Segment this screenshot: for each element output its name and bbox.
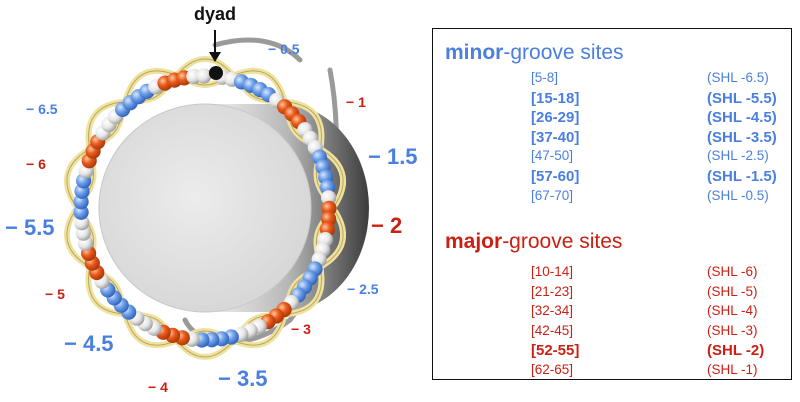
major-range: [62-65] — [531, 362, 574, 377]
dna-bead-chain — [73, 66, 337, 348]
minor-title-suffix: -groove sites — [503, 41, 624, 64]
major-range: [42-45] — [531, 322, 574, 338]
major-shl: (SHL -2) — [707, 342, 765, 360]
minor-range: [26-29] — [531, 109, 580, 127]
major-shl: (SHL -3) — [707, 322, 758, 338]
minor-shl: (SHL -0.5) — [707, 187, 769, 203]
shl-label-2: − 2 — [371, 213, 403, 238]
major-range: [10-14] — [531, 264, 574, 279]
nucleosome-diagram — [63, 30, 369, 360]
dyad-label: dyad — [194, 4, 237, 24]
major-shl: (SHL -4) — [707, 303, 758, 319]
minor-range: [57-60] — [531, 168, 580, 185]
shl-label-2.5: − 2.5 — [347, 281, 379, 297]
dna-bead — [321, 190, 337, 206]
shl-label-0.5: − 0.5 — [268, 41, 300, 57]
minor-range: [37-40] — [531, 128, 580, 146]
major-range: [21-23] — [531, 283, 574, 299]
minor-range: [5-8] — [531, 70, 559, 85]
major-title-suffix: -groove sites — [502, 230, 623, 253]
major-keyword: major — [445, 230, 503, 253]
shl-label-3.5: − 3.5 — [218, 366, 268, 391]
shl-label-6: − 6 — [26, 156, 46, 172]
shl-label-3: − 3 — [291, 321, 311, 337]
groove-sites-legend: minor-groove sites [5-8](SHL -6.5)[15-18… — [432, 28, 792, 380]
major-shl: (SHL -5) — [707, 283, 758, 299]
dyad-end-bead — [209, 66, 223, 80]
shl-label-5: − 5 — [45, 286, 65, 302]
minor-range: [47-50] — [531, 148, 574, 164]
shl-label-4: − 4 — [148, 379, 168, 395]
minor-shl: (SHL -5.5) — [707, 89, 777, 107]
minor-range: [15-18] — [531, 89, 580, 107]
major-shl: (SHL -6) — [707, 264, 758, 279]
dna-bead — [196, 68, 212, 84]
minor-shl: (SHL -4.5) — [707, 109, 777, 127]
minor-shl: (SHL -3.5) — [707, 128, 777, 146]
shl-label-6.5: − 6.5 — [26, 101, 58, 117]
minor-shl: (SHL -2.5) — [707, 148, 769, 164]
shl-label-1.5: − 1.5 — [368, 144, 418, 169]
major-shl: (SHL -1) — [707, 362, 758, 377]
major-groove-title: major-groove sites — [445, 230, 622, 254]
minor-keyword: minor — [445, 41, 504, 64]
minor-groove-title: minor-groove sites — [445, 41, 624, 65]
major-range: [32-34] — [531, 303, 574, 319]
minor-range: [67-70] — [531, 187, 574, 203]
minor-shl: (SHL -1.5) — [707, 168, 777, 185]
dna-bead — [73, 204, 89, 220]
shl-label-5.5: − 5.5 — [5, 215, 55, 240]
minor-shl: (SHL -6.5) — [707, 70, 769, 85]
shl-label-4.5: − 4.5 — [64, 331, 114, 356]
major-range: [52-55] — [531, 342, 580, 360]
shl-label-1: − 1 — [346, 94, 366, 110]
dyad-arrow — [209, 30, 221, 62]
